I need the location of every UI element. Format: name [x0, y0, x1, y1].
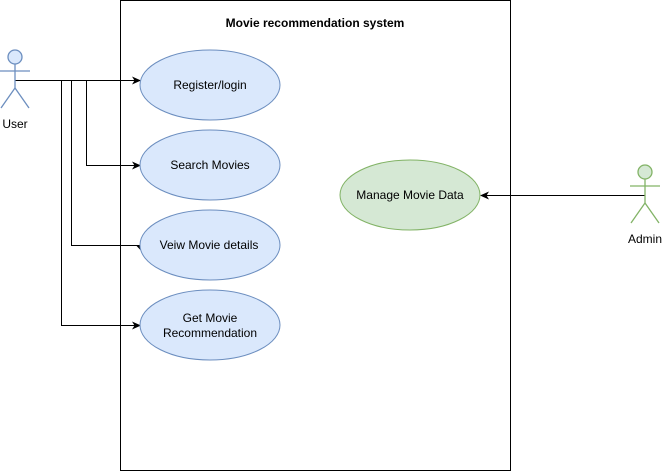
- use-case-search-movies[interactable]: Search Movies: [139, 129, 281, 201]
- use-case-view-movie-details[interactable]: Veiw Movie details: [139, 209, 281, 281]
- use-case-manage-movie-data-label: Manage Movie Data: [356, 188, 464, 202]
- use-case-register-login-shape: [139, 49, 281, 121]
- actor-user[interactable]: [0, 49, 30, 109]
- connector-user-recommendation: [61, 80, 141, 330]
- use-case-view-movie-details-label: Veiw Movie details: [160, 238, 259, 252]
- actor-admin[interactable]: [630, 164, 660, 224]
- use-case-get-recommendation-shape: [139, 289, 281, 361]
- actor-user-left-leg: [0, 87, 16, 109]
- connector-user-search: [86, 80, 141, 170]
- use-case-search-movies-label: Search Movies: [170, 158, 249, 172]
- use-case-get-recommendation-label-line1: Get Movie: [183, 311, 238, 325]
- actor-admin-head: [637, 164, 653, 180]
- use-case-view-movie-details-shape: [139, 209, 281, 281]
- use-case-get-recommendation-label-line2: Recommendation: [163, 326, 257, 340]
- use-case-search-movies-shape: [139, 129, 281, 201]
- use-case-register-login-label: Register/login: [173, 78, 246, 92]
- use-case-manage-movie-data[interactable]: Manage Movie Data: [339, 159, 481, 231]
- system-title: Movie recommendation system: [226, 16, 405, 30]
- use-case-register-login[interactable]: Register/login: [139, 49, 281, 121]
- actor-admin-right-leg: [644, 202, 660, 224]
- actor-user-label: User: [2, 117, 27, 131]
- actor-user-head: [7, 49, 23, 65]
- use-case-manage-movie-data-shape: [339, 159, 481, 231]
- use-case-get-recommendation[interactable]: Get Movie Recommendation: [139, 289, 281, 361]
- actor-admin-label: Admin: [628, 232, 662, 246]
- actor-user-right-leg: [14, 87, 30, 109]
- actor-admin-left-leg: [630, 202, 646, 224]
